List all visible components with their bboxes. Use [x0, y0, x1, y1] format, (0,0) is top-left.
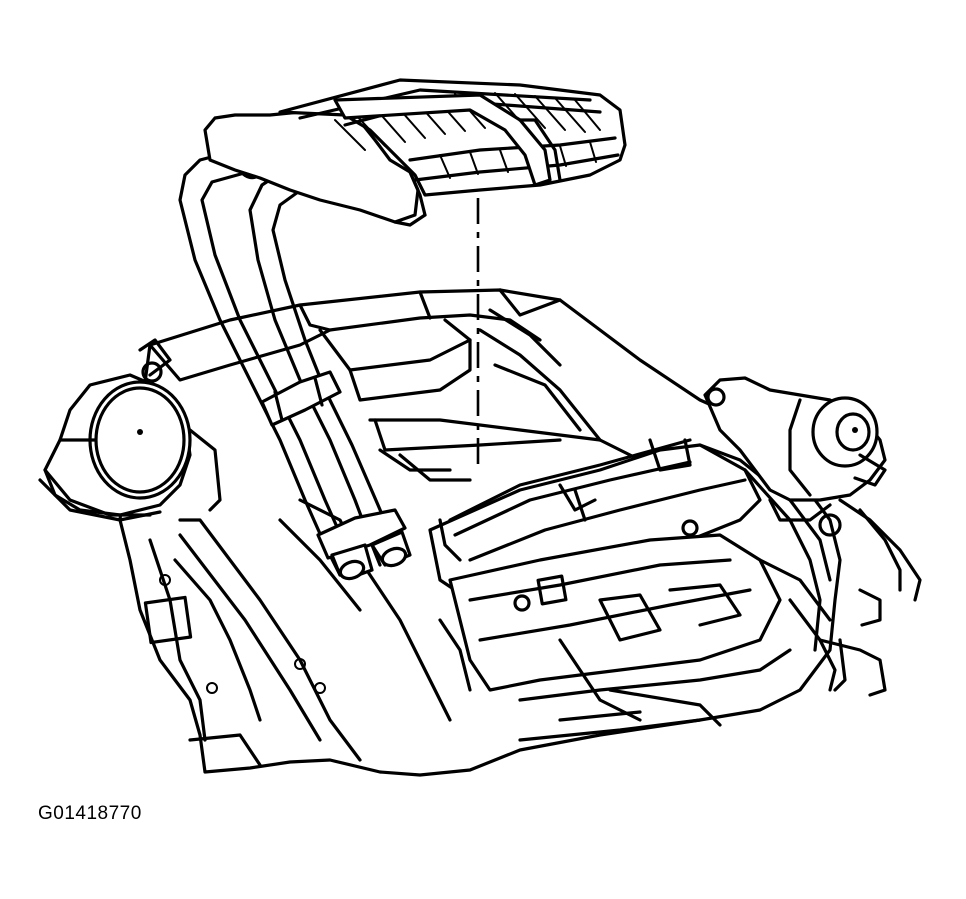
left-blower-motor — [38, 373, 192, 522]
heater-core — [203, 78, 627, 227]
right-actuator — [703, 376, 922, 697]
heater-housing — [118, 288, 842, 777]
figure-code: G01418770 — [38, 803, 142, 824]
